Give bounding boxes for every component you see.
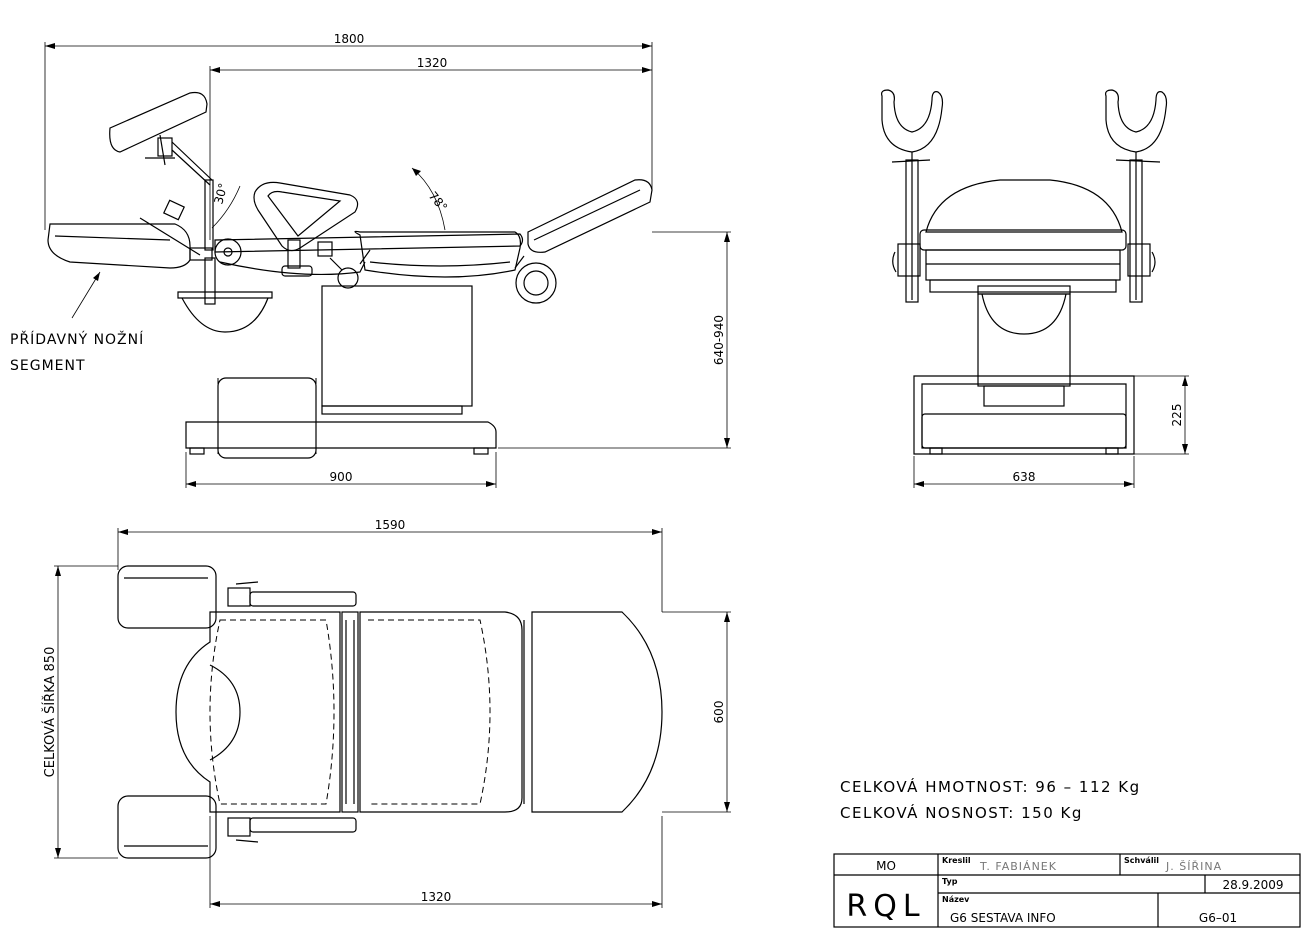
drawing-number: G6–01 [1199, 911, 1237, 925]
note-capacity: CELKOVÁ NOSNOST: 150 Kg [840, 803, 1083, 822]
dimension-base-length: 900 [185, 452, 497, 488]
seat-frame-side [214, 230, 524, 289]
approved-by: J. ŠÍŘINA [1165, 860, 1222, 873]
column-side [321, 285, 473, 407]
note-weight: CELKOVÁ HMOTNOST: 96 – 112 Kg [840, 777, 1141, 796]
stirrup-right [1105, 89, 1168, 303]
dim-label-225: 225 [1170, 404, 1184, 427]
middle-cushion-top [359, 611, 523, 813]
dimension-total-width-top: CELKOVÁ ŠÍŘKA 850 [42, 565, 118, 859]
seat-top [175, 611, 341, 813]
mo-label: MO [876, 859, 896, 873]
dim-label-total-width: CELKOVÁ ŠÍŘKA 850 [42, 647, 58, 778]
base-side [185, 421, 497, 449]
dim-label-900: 900 [330, 470, 353, 484]
dimension-height-range: 640-940 [498, 231, 731, 449]
base-front [913, 375, 1135, 455]
angle-leg-label: 30° [211, 182, 230, 206]
drawing-name: G6 SESTAVA INFO [950, 911, 1056, 925]
name-label: Název [942, 895, 970, 904]
type-label: Typ [942, 877, 958, 886]
cushion-front [925, 179, 1123, 233]
notes: CELKOVÁ HMOTNOST: 96 – 112 Kg CELKOVÁ NO… [840, 777, 1141, 822]
top-view: 1590 1320 [42, 518, 731, 908]
stirrup-left [881, 89, 944, 303]
dimension-base-height: 225 [1134, 375, 1189, 455]
backrest-top [531, 611, 663, 813]
callout-line-2: SEGMENT [10, 358, 86, 374]
dim-label-600: 600 [712, 701, 726, 724]
front-view: 638 225 [881, 89, 1189, 488]
dim-label-1320-side: 1320 [417, 56, 448, 70]
extra-leg-segment [47, 199, 213, 269]
title-block: MO Kreslil T. FABIÁNEK Schválil J. ŠÍŘIN… [833, 853, 1301, 928]
dim-label-1320-top: 1320 [421, 890, 452, 904]
dim-label-638: 638 [1013, 470, 1036, 484]
dimension-width-front: 638 [913, 456, 1135, 488]
leg-rest-raised [109, 91, 214, 251]
date-value: 28.9.2009 [1222, 878, 1283, 892]
dimension-seat-length-top: 1320 [209, 816, 663, 908]
dimension-total-length-top: 1590 [117, 518, 663, 612]
leg-rest-top-upper [117, 565, 217, 629]
drawn-by: T. FABIÁNEK [979, 860, 1057, 873]
leg-rest-top-lower [117, 795, 217, 859]
dimension-width-top: 600 [662, 611, 731, 813]
callout-line-1: PŘÍDAVNÝ NOŽNÍ [10, 330, 144, 348]
side-view: 1800 1320 30° [10, 32, 731, 488]
logo-text: RQL [846, 889, 925, 924]
arm-handle [253, 181, 359, 277]
dim-label-640-940: 640-940 [712, 315, 726, 365]
approved-label: Schválil [1124, 856, 1159, 865]
drawn-label: Kreslil [942, 856, 971, 865]
angle-back-label: 78° [426, 189, 450, 214]
dim-label-1590: 1590 [375, 518, 406, 532]
step-side [217, 377, 317, 459]
backrest-side [527, 179, 653, 253]
dimension-total-length-side: 1800 [44, 32, 653, 230]
dimension-seat-length-side: 1320 [209, 56, 652, 240]
dim-label-1800: 1800 [334, 32, 365, 46]
